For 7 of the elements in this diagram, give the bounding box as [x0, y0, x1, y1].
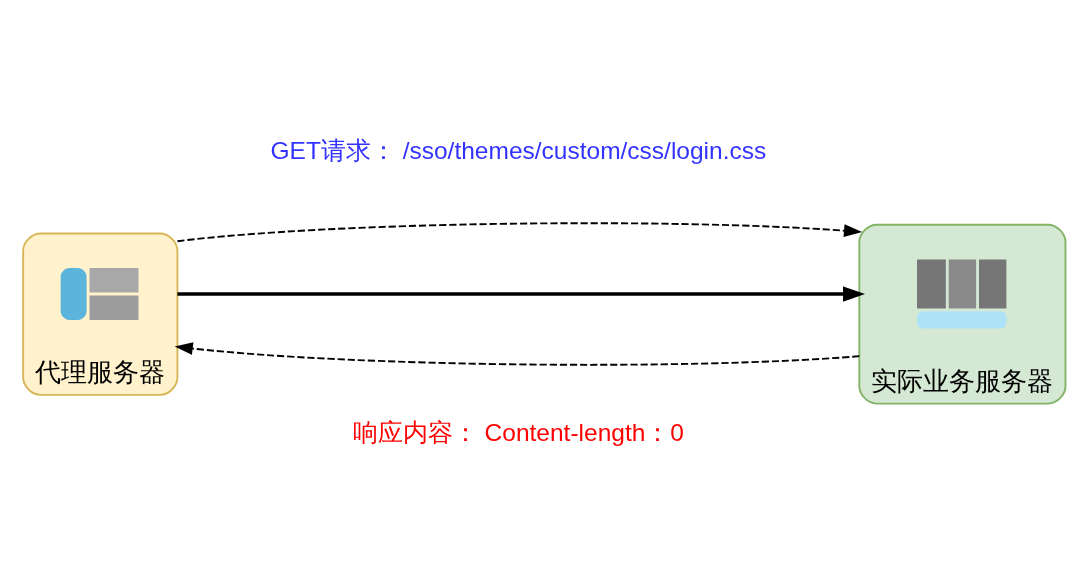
- arrow: [177, 286, 865, 302]
- label: GET请求： /sso/themes/custom/css/login.css: [270, 136, 767, 164]
- arrow: [176, 222, 863, 243]
- cluster: 实际业务服务器: [858, 223, 1067, 405]
- label: 响应内容： Content-length：0: [352, 419, 684, 447]
- cluster: 代理服务器: [22, 232, 179, 396]
- arrow: [174, 342, 861, 366]
